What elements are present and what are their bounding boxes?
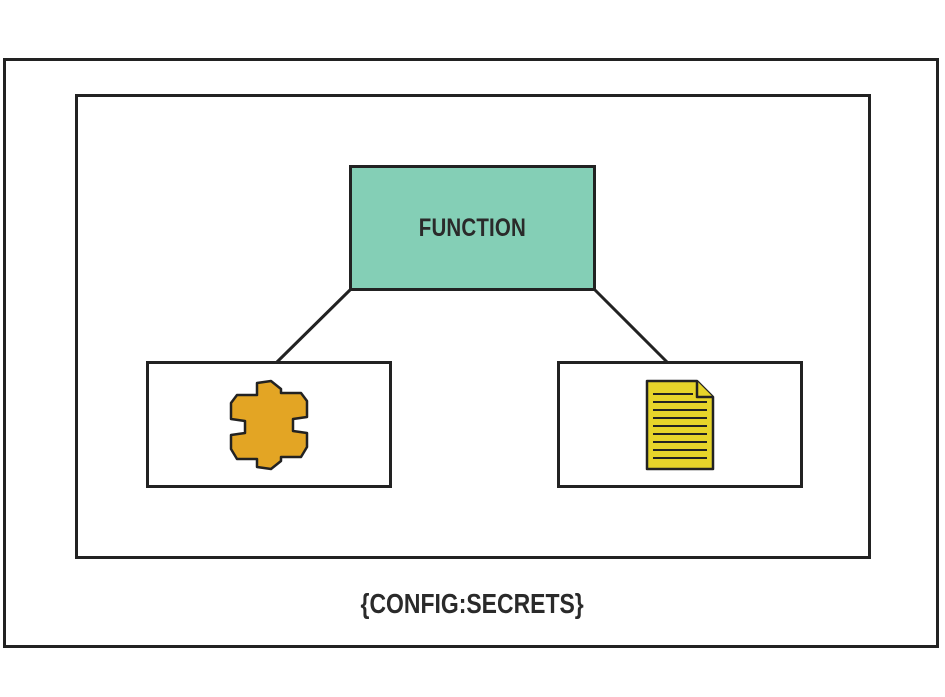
function-label: FUNCTION bbox=[418, 213, 527, 242]
config-secrets-text: {CONFIG:SECRETS} bbox=[360, 588, 585, 619]
child-node-right bbox=[557, 361, 803, 488]
connector-right bbox=[592, 287, 669, 364]
config-secrets-label: {CONFIG:SECRETS} bbox=[0, 588, 945, 620]
document-icon bbox=[645, 379, 715, 470]
connector-left bbox=[275, 287, 353, 364]
puzzle-piece-icon bbox=[229, 379, 309, 470]
child-node-left bbox=[146, 361, 392, 488]
inner-frame bbox=[75, 94, 871, 559]
function-node: FUNCTION bbox=[349, 165, 596, 291]
outer-frame bbox=[3, 58, 939, 648]
